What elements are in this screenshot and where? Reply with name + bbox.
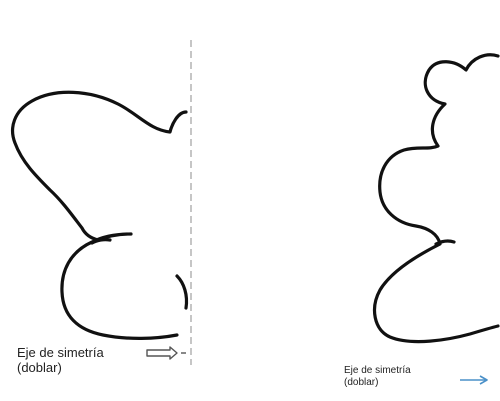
bear-outline [375,55,498,342]
symmetry-axis-label-left-line2: (doblar) [17,361,104,376]
butterfly-lower-wing-tip [177,276,187,308]
outline-arrow-right-icon [147,347,186,359]
symmetry-axis-label-left-line1: Eje de simetría [17,346,104,361]
arrow-right-icon [460,376,487,384]
butterfly-inner-stroke [92,240,110,243]
symmetry-axis-label-right-line1: Eje de simetría [344,365,411,377]
butterfly-wings-outline [13,92,186,338]
half-bear-figure [375,55,498,342]
symmetry-axis-label-right: Eje de simetría (doblar) [344,365,411,388]
bear-inner-stroke [436,241,454,244]
half-butterfly-figure [13,40,191,365]
symmetry-axis-label-left: Eje de simetría (doblar) [17,346,104,376]
symmetry-axis-label-right-line2: (doblar) [344,377,411,389]
